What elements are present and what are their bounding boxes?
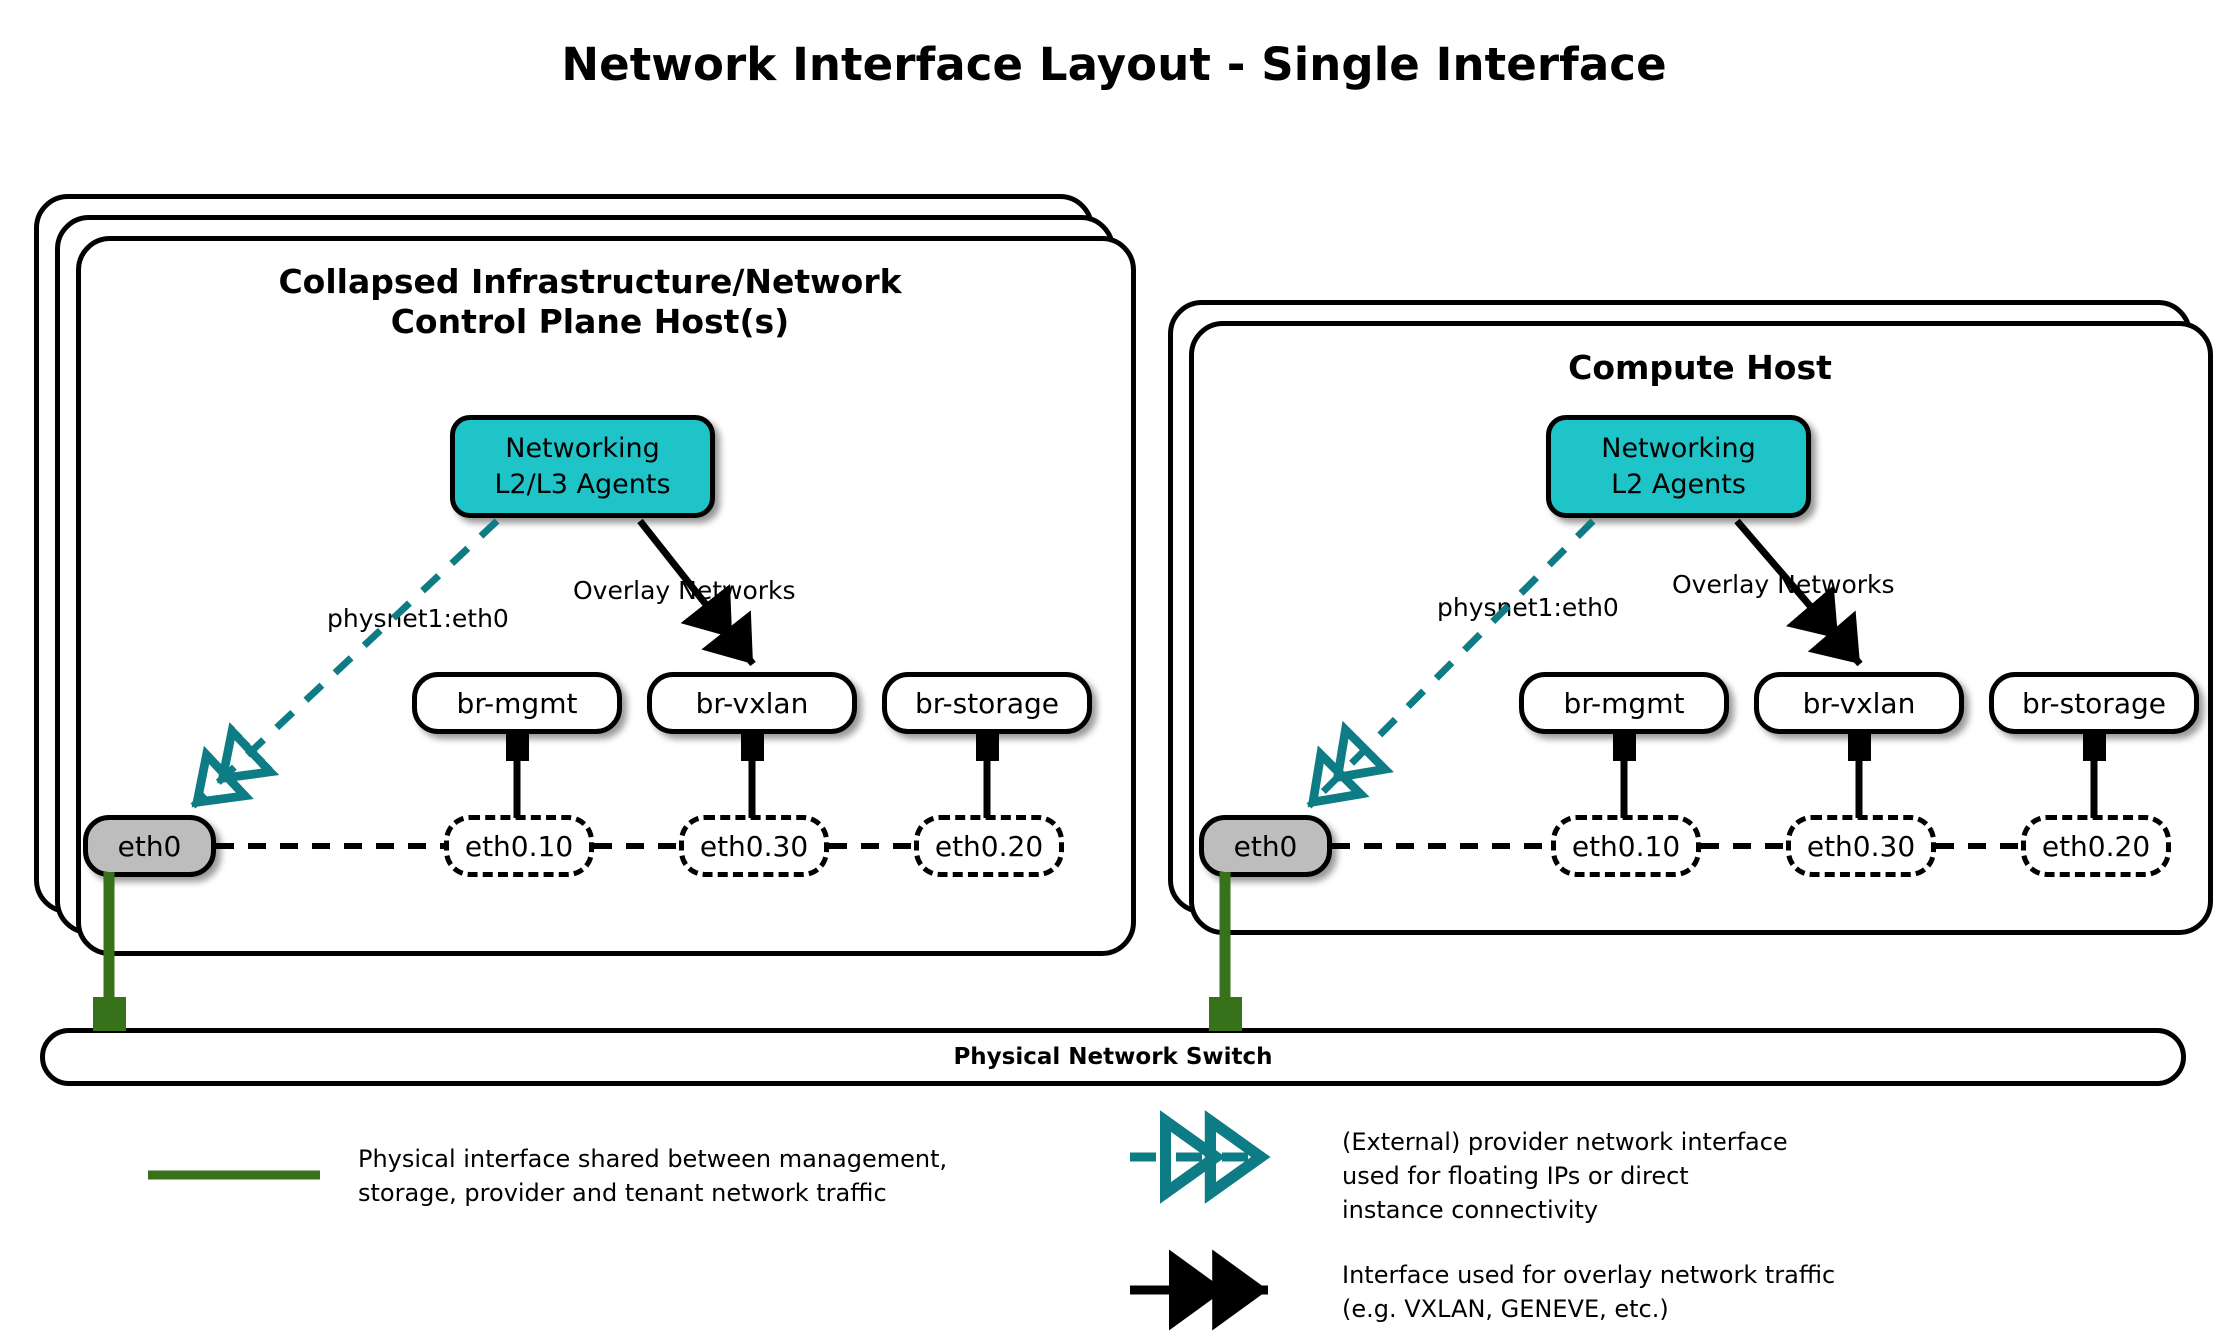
control-plane-physical-link xyxy=(93,872,126,1031)
agent-label-line2: L2/L3 Agents xyxy=(494,468,671,500)
legend-overlay-interface-text: Interface used for overlay network traff… xyxy=(1342,1261,1836,1324)
compute-provider-label: physnet1:eth0 xyxy=(1437,593,1619,622)
legend-provider-interface-text: (External) provider network interface us… xyxy=(1342,1128,1788,1225)
physical-network-switch-label: Physical Network Switch xyxy=(953,1044,1273,1070)
compute-host-title: Compute Host xyxy=(1568,348,1832,387)
compute-provider-link xyxy=(1306,518,1596,809)
compute-vlan-eth0-20[interactable]: eth0.20 xyxy=(2021,815,2171,877)
control-plane-bridge-br-mgmt[interactable]: br-mgmt xyxy=(412,672,622,734)
compute-nic-eth0[interactable]: eth0 xyxy=(1199,815,1332,877)
agent-label-line1: Networking xyxy=(1601,433,1756,465)
compute-bridge-br-storage[interactable]: br-storage xyxy=(1989,672,2199,734)
agent-label-line1: Networking xyxy=(505,433,660,465)
compute-networking-agents[interactable]: Networking L2 Agents xyxy=(1546,415,1811,518)
control-plane-vlan-eth0-30[interactable]: eth0.30 xyxy=(679,815,829,877)
compute-vlan-eth0-10[interactable]: eth0.10 xyxy=(1551,815,1701,877)
control-plane-overlay-link xyxy=(637,518,756,667)
control-plane-bridge-links xyxy=(506,731,999,818)
agent-label-line2: L2 Agents xyxy=(1611,468,1746,500)
control-plane-host-title: Collapsed Infrastructure/Network Control… xyxy=(278,262,902,342)
compute-bridge-links xyxy=(1613,731,2106,818)
compute-physical-link xyxy=(1209,872,1242,1031)
page-title: Network Interface Layout - Single Interf… xyxy=(561,38,1667,91)
control-plane-bridge-br-vxlan[interactable]: br-vxlan xyxy=(647,672,857,734)
legend-physical-interface-text: Physical interface shared between manage… xyxy=(358,1145,948,1208)
control-plane-nic-eth0[interactable]: eth0 xyxy=(83,815,216,877)
physical-network-switch[interactable]: Physical Network Switch xyxy=(40,1028,2186,1086)
control-plane-provider-link xyxy=(190,518,500,809)
control-plane-vlan-eth0-20[interactable]: eth0.20 xyxy=(914,815,1064,877)
control-plane-provider-label: physnet1:eth0 xyxy=(327,604,509,633)
control-plane-networking-agents[interactable]: Networking L2/L3 Agents xyxy=(450,415,715,518)
compute-bridge-br-mgmt[interactable]: br-mgmt xyxy=(1519,672,1729,734)
control-plane-bridge-br-storage[interactable]: br-storage xyxy=(882,672,1092,734)
compute-overlay-link xyxy=(1734,518,1863,667)
